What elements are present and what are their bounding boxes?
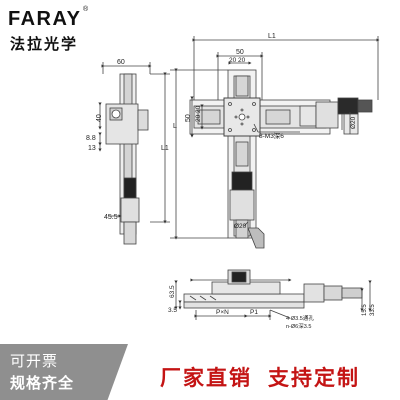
dim-20-20: 20 20 <box>229 57 246 64</box>
dim-pxn: P×N <box>216 309 229 316</box>
dim-50: 50 <box>236 49 244 56</box>
dim-15-5: 15.5 <box>362 304 368 316</box>
dim-20-20-vert: 20 20 <box>195 105 202 122</box>
dim-L1-side: L1 <box>161 145 169 152</box>
side-view <box>98 62 170 245</box>
dim-63-5: 63.5 <box>169 285 176 298</box>
dim-50-vert: 50 <box>185 114 192 122</box>
footer-right-panel <box>112 344 400 400</box>
brand-name-cn: 法拉光学 <box>10 36 79 53</box>
dim-phi20-bottom: Ø20 <box>234 223 247 230</box>
custom-support-label: 支持定制 <box>268 367 360 390</box>
dim-8-8: 8.8 <box>86 135 96 142</box>
factory-direct-label: 厂家直销 <box>160 367 252 390</box>
dim-L1-top: L1 <box>268 33 276 40</box>
dim-p1: P1 <box>250 309 258 316</box>
dim-L-front: L <box>238 273 242 280</box>
dim-phi20-right: Ø20 <box>350 116 357 129</box>
specs-label: 规格齐全 <box>10 375 75 392</box>
registered-mark: ® <box>83 6 89 13</box>
top-view <box>170 36 380 249</box>
dim-45-5: 45.5 <box>104 214 118 221</box>
technical-drawing: 60 40 8.8 13 45.5 L1 <box>86 33 380 330</box>
dim-60: 60 <box>117 59 125 66</box>
invoice-label: 可开票 <box>10 353 59 370</box>
footer-left-panel: 可开票 规格齐全 <box>0 344 128 400</box>
footer-banner: 可开票 规格齐全 厂家直销 支持定制 <box>0 344 400 400</box>
note-hole2: n-Ø6深3.5 <box>286 322 311 330</box>
brand-name: FARAY <box>8 8 82 30</box>
note-holes: 4-Ø3.5通孔 <box>286 314 314 322</box>
front-view <box>174 269 372 320</box>
dim-33-5: 33.5 <box>370 304 376 316</box>
dim-L-top: L <box>173 123 177 130</box>
dim-40: 40 <box>96 114 103 122</box>
dim-13: 13 <box>88 145 96 152</box>
screw-note: 8-M3深6 <box>259 131 284 140</box>
dim-3-5: 3.5 <box>168 307 177 314</box>
